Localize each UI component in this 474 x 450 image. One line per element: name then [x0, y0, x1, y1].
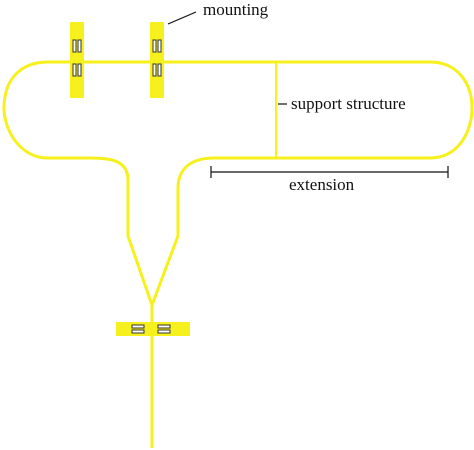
extension-dimension [210, 166, 449, 178]
mounting-pad-1 [70, 22, 84, 98]
extension-label: extension [289, 175, 355, 194]
mounting-pad-3 [116, 322, 190, 336]
mounting-label: mounting [203, 0, 269, 19]
support-structure-label: support structure [291, 94, 406, 113]
structure-outline [2, 60, 474, 307]
mounting-pad-2 [150, 22, 164, 98]
mounting-leader [167, 11, 197, 25]
